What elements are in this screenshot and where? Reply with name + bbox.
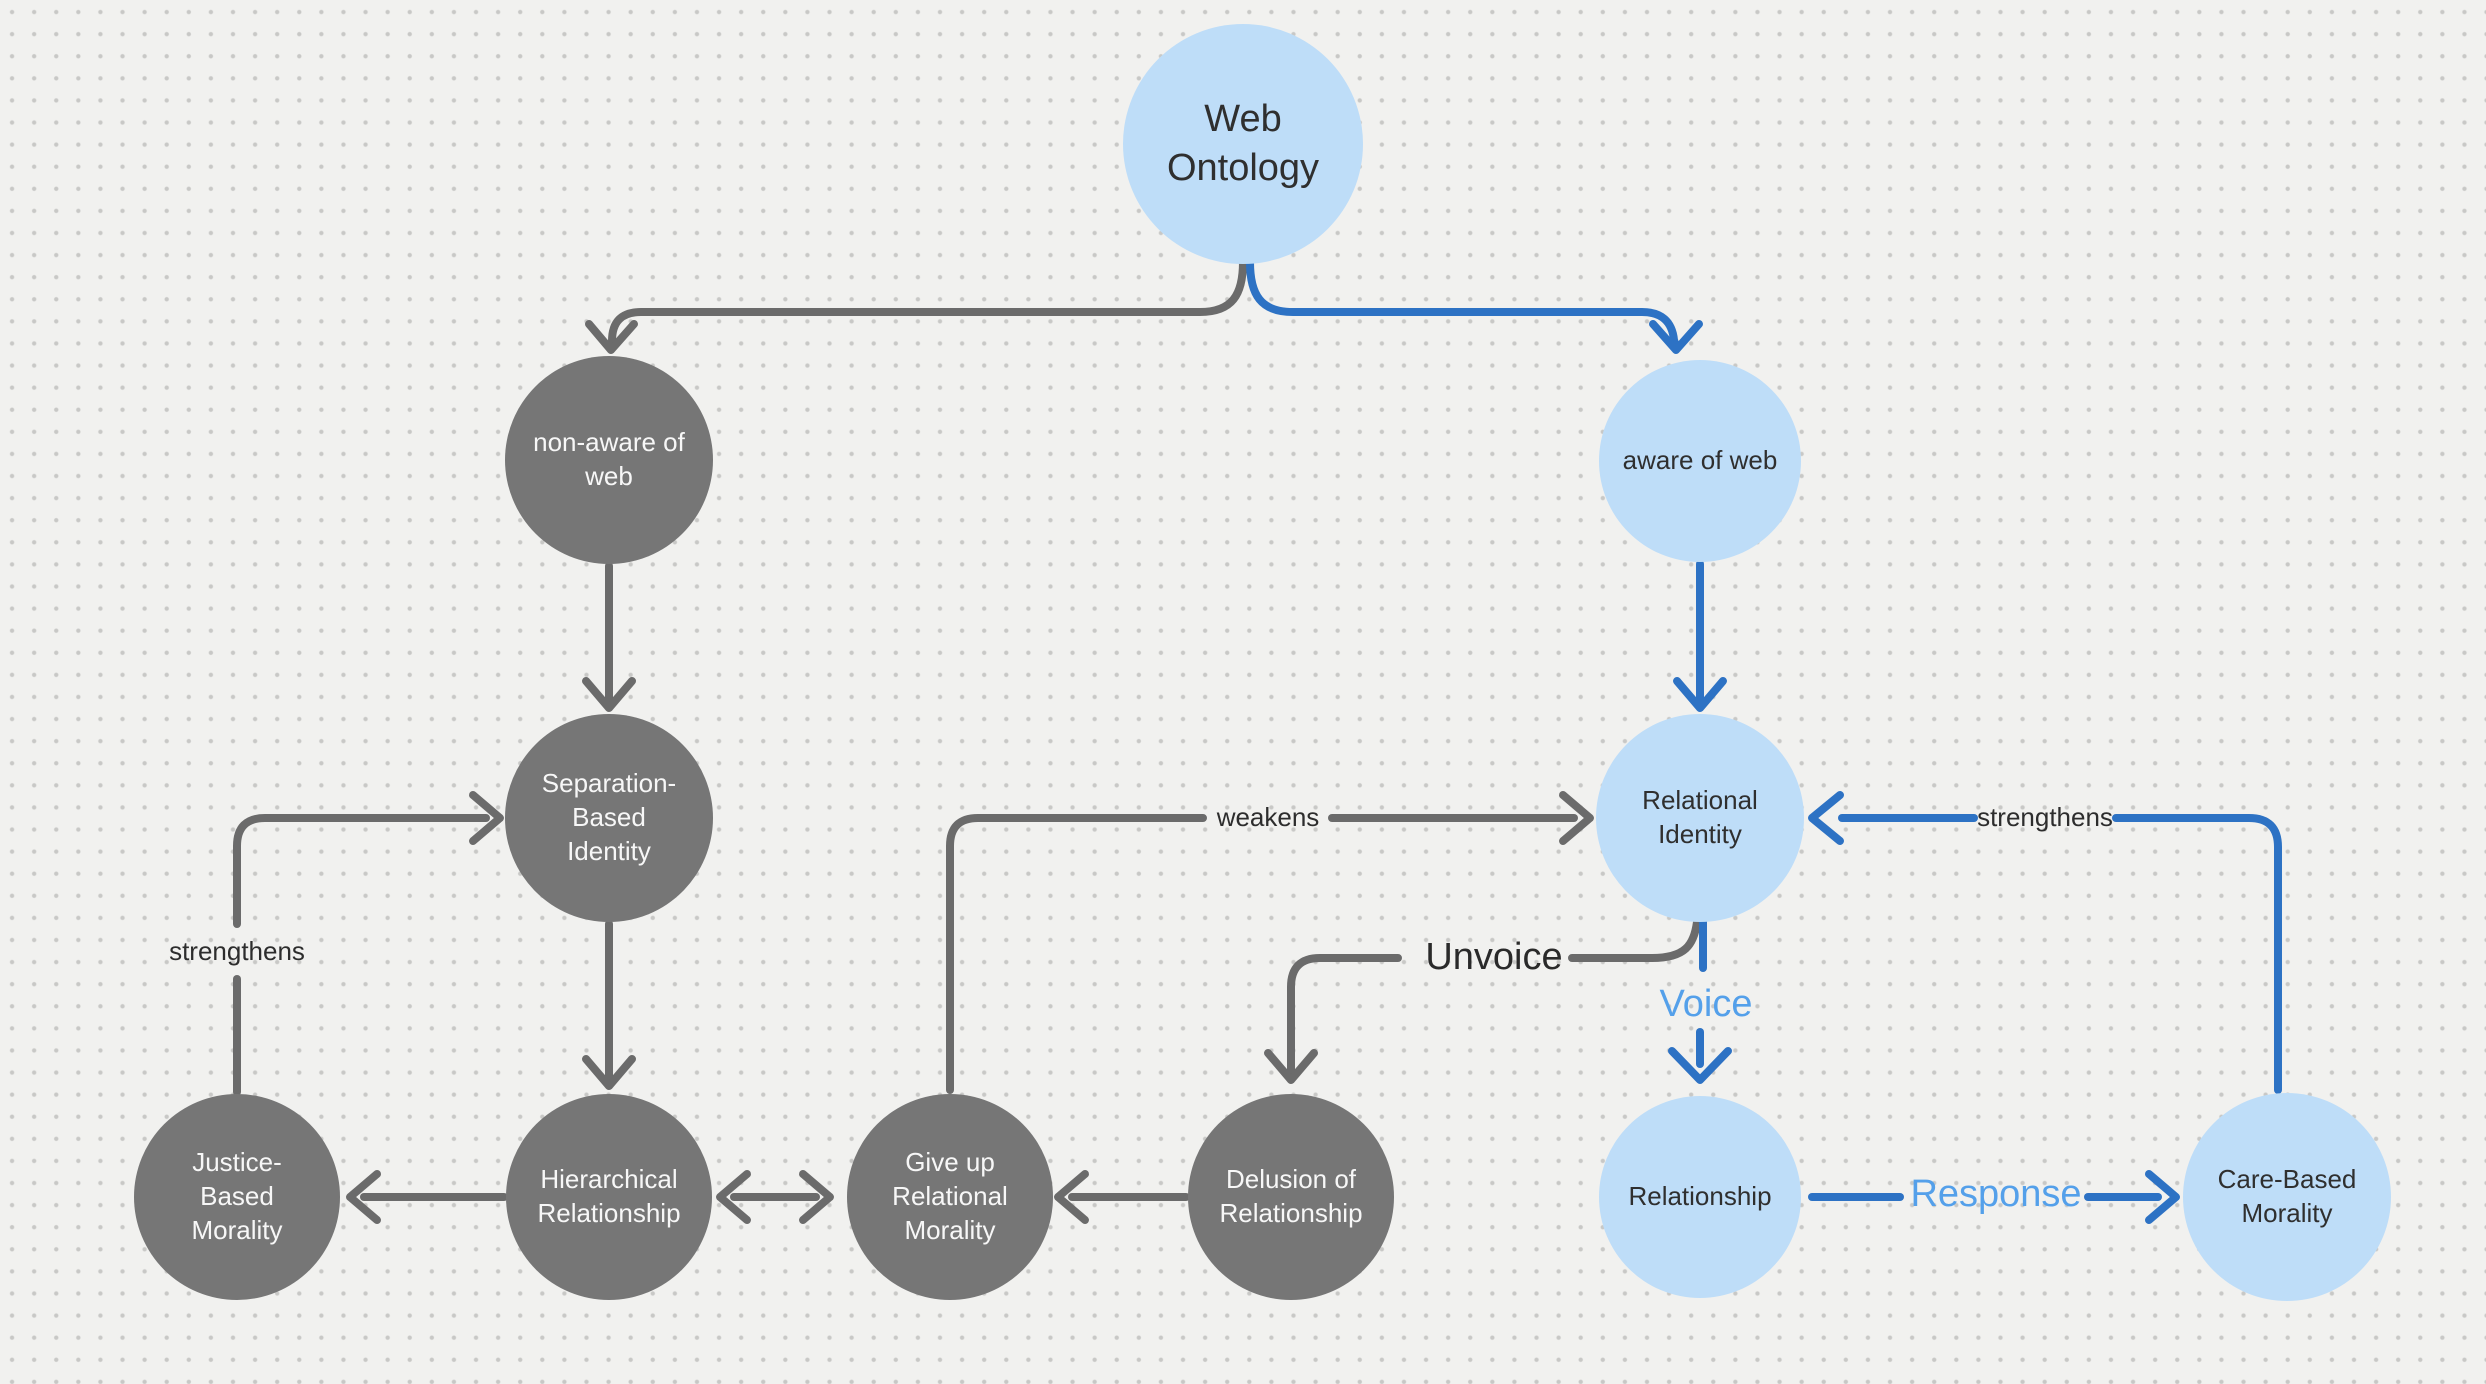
- edge-relational-to-delusion-unvoice[interactable]: [1264, 918, 1701, 1084]
- edge-non-aware-to-separation[interactable]: [582, 562, 636, 712]
- edge-delusion-to-giveup[interactable]: [1054, 1170, 1190, 1224]
- edge-label-weakens[interactable]: weakens: [1216, 802, 1320, 832]
- edge-label-unvoice[interactable]: Unvoice: [1425, 936, 1563, 978]
- node-separation-based-identity[interactable]: Separation-Based Identity: [505, 714, 713, 922]
- node-give-up-relational-morality[interactable]: Give up Relational Morality: [847, 1094, 1053, 1300]
- edge-aware-to-relational[interactable]: [1673, 560, 1727, 712]
- node-web-ontology[interactable]: Web Ontology: [1123, 24, 1363, 264]
- edge-care-to-relational-strengthens[interactable]: [1808, 791, 2282, 1094]
- node-label: Separation-Based Identity: [541, 768, 677, 866]
- node-aware-of-web[interactable]: aware of web: [1599, 360, 1801, 562]
- edge-web-ontology-to-aware[interactable]: [1246, 258, 1703, 354]
- node-delusion-of-relationship[interactable]: Delusion of Relationship: [1188, 1094, 1394, 1300]
- node-hierarchical-relationship[interactable]: Hierarchical Relationship: [506, 1094, 712, 1300]
- node-justice-based-morality[interactable]: Justice-Based Morality: [134, 1094, 340, 1300]
- edge-justice-to-separation-strengthens[interactable]: [233, 791, 504, 1096]
- edge-relationship-to-care-response[interactable]: [1808, 1170, 2180, 1224]
- node-label: Give up Relational Morality: [892, 1147, 1008, 1245]
- node-label: Web Ontology: [1166, 97, 1320, 189]
- node-label: Delusion of Relationship: [1219, 1164, 1363, 1228]
- node-relational-identity[interactable]: Relational Identity: [1596, 714, 1804, 922]
- edge-separation-to-hierarchical[interactable]: [582, 920, 636, 1090]
- node-label: Hierarchical Relationship: [537, 1164, 681, 1228]
- edge-label-response[interactable]: Response: [1910, 1173, 2082, 1215]
- edge-web-ontology-to-non-aware[interactable]: [585, 258, 1247, 354]
- node-label: Relational Identity: [1642, 785, 1758, 849]
- node-care-based-morality[interactable]: Care-Based Morality: [2183, 1093, 2391, 1301]
- edge-hierarchical-to-justice[interactable]: [346, 1170, 508, 1224]
- node-label: aware of web: [1622, 445, 1778, 476]
- edge-label-strengthens-right[interactable]: strengthens: [1977, 802, 2113, 832]
- edge-giveup-to-relational-weakens[interactable]: [946, 791, 1594, 1094]
- node-label: Relationship: [1628, 1181, 1772, 1212]
- edge-hierarchical-giveup-double[interactable]: [716, 1170, 834, 1224]
- edge-label-voice[interactable]: Voice: [1659, 983, 1753, 1025]
- node-label: Justice-Based Morality: [191, 1147, 283, 1245]
- node-non-aware-of-web[interactable]: non-aware of web: [505, 356, 713, 564]
- node-relationship[interactable]: Relationship: [1599, 1096, 1801, 1298]
- node-label: Care-Based Morality: [2217, 1164, 2357, 1228]
- edge-relational-to-relationship-voice[interactable]: [1668, 918, 1732, 1084]
- node-label: non-aware of web: [533, 427, 685, 491]
- edge-label-strengthens-left[interactable]: strengthens: [169, 936, 305, 966]
